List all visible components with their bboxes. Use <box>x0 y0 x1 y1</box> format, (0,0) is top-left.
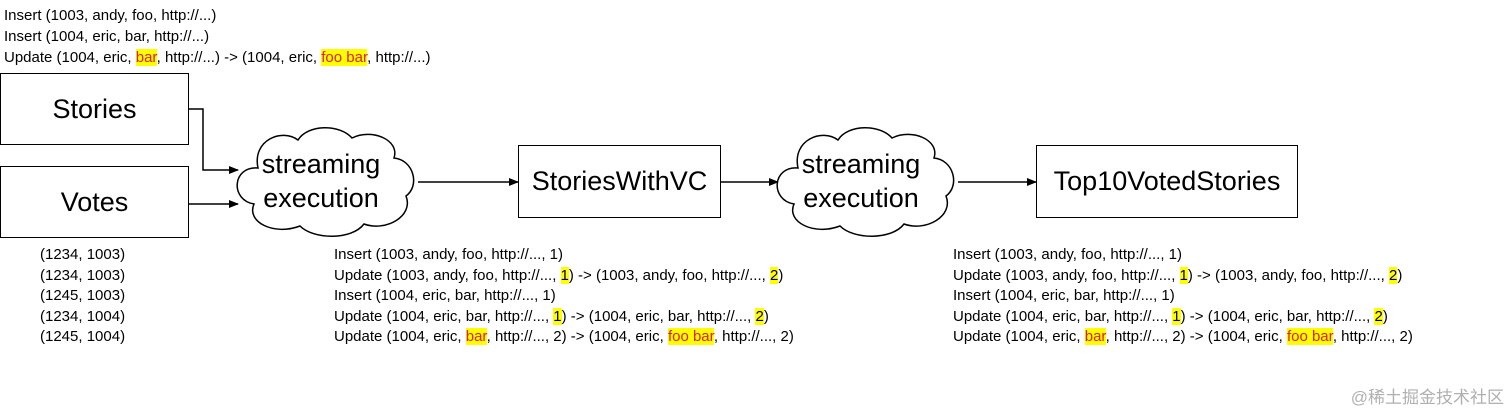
event-text: ) <box>763 307 769 325</box>
cloud1-line1: streaming <box>261 149 381 179</box>
highlighted-changed-value: foo bar <box>1286 328 1333 345</box>
storieswithvc-event: Update (1003, andy, foo, http://..., 1) … <box>334 266 783 286</box>
highlighted-value: 1 <box>560 266 569 284</box>
watermark: @稀土掘金技术社区 <box>1350 388 1504 407</box>
votes-event: (1245, 1004) <box>40 327 125 347</box>
top10votedstories-node: Top10VotedStories <box>1036 145 1298 218</box>
event-text: Update (1004, eric, bar, http://..., <box>953 307 1173 325</box>
top10-event: Update (1004, eric, bar, http://..., 2) … <box>953 327 1413 347</box>
event-text: Insert (1003, andy, foo, http://..., 1) <box>953 246 1183 263</box>
votes-node: Votes <box>0 166 189 238</box>
storieswithvc-event: Insert (1003, andy, foo, http://..., 1) <box>334 245 563 265</box>
cloud2-line1: streaming <box>801 149 921 179</box>
cloud2-line2: execution <box>803 183 919 213</box>
highlighted-value: 2 <box>1374 307 1383 325</box>
storieswithvc-node: StoriesWithVC <box>518 145 721 218</box>
cloud-shape-1 <box>236 127 415 237</box>
stories-event: Insert (1003, andy, foo, http://...) <box>4 6 216 26</box>
event-text: ) -> (1004, eric, bar, http://..., <box>1180 307 1375 325</box>
event-text: , http://...) -> (1004, eric, <box>156 49 322 66</box>
event-text: ) <box>1382 307 1388 325</box>
event-text: Update (1004, eric, <box>334 328 466 345</box>
highlighted-changed-value: bar <box>465 328 487 345</box>
event-text: (1234, 1004) <box>40 307 126 325</box>
event-text: Insert (1003, andy, foo, http://...) <box>4 7 217 24</box>
top10-event: Update (1003, andy, foo, http://..., 1) … <box>953 266 1402 286</box>
highlighted-value: 1 <box>553 307 562 325</box>
event-text: ) -> (1003, andy, foo, http://..., <box>1187 266 1389 284</box>
event-text: ) -> (1004, eric, bar, http://..., <box>561 307 756 325</box>
highlighted-changed-value: bar <box>1084 328 1106 345</box>
event-text: Update (1003, andy, foo, http://..., <box>953 266 1180 284</box>
highlighted-value: 1 <box>1172 307 1181 325</box>
event-text: Insert (1004, eric, bar, http://..., 1) <box>334 287 556 304</box>
stories-node: Stories <box>0 73 189 145</box>
event-text: , http://..., 2) <box>1332 328 1413 345</box>
votes-event: (1245, 1003) <box>40 286 125 306</box>
cloud1-line2: execution <box>263 183 379 213</box>
highlighted-changed-value: foo bar <box>321 49 368 66</box>
event-text: (1234, 1003) <box>40 246 126 263</box>
storieswithvc-event: Insert (1004, eric, bar, http://..., 1) <box>334 286 556 306</box>
top10-event: Insert (1004, eric, bar, http://..., 1) <box>953 286 1175 306</box>
event-text: Insert (1003, andy, foo, http://..., 1) <box>334 246 564 263</box>
top10-event: Update (1004, eric, bar, http://..., 1) … <box>953 307 1388 327</box>
highlighted-changed-value: bar <box>135 49 157 66</box>
highlighted-value: 2 <box>755 307 764 325</box>
streaming-execution-2-label: streaming execution <box>780 147 942 215</box>
stories-event: Insert (1004, eric, bar, http://...) <box>4 27 209 47</box>
top10-event: Insert (1003, andy, foo, http://..., 1) <box>953 245 1182 265</box>
highlighted-changed-value: foo bar <box>667 328 714 345</box>
votes-node-label: Votes <box>60 186 129 217</box>
votes-event: (1234, 1004) <box>40 307 125 327</box>
event-text: ) <box>1397 266 1403 284</box>
stories-node-label: Stories <box>52 93 137 124</box>
highlighted-value: 1 <box>1179 266 1188 284</box>
event-text: , http://..., 2) -> (1004, eric, <box>486 328 668 345</box>
arrow-stories-to-stream1 <box>188 108 239 174</box>
event-text: , http://..., 2) <box>713 328 794 345</box>
highlighted-value: 2 <box>769 266 779 284</box>
event-text: , http://...) <box>367 49 431 66</box>
votes-event: (1234, 1003) <box>40 266 125 286</box>
top10votedstories-node-label: Top10VotedStories <box>1053 166 1281 196</box>
event-text: Update (1003, andy, foo, http://..., <box>334 266 561 284</box>
event-text: Update (1004, eric, <box>953 328 1085 345</box>
event-text: , http://..., 2) -> (1004, eric, <box>1105 328 1287 345</box>
event-text: (1245, 1003) <box>40 287 126 304</box>
storieswithvc-event: Update (1004, eric, bar, http://..., 1) … <box>334 307 769 327</box>
event-text: Update (1004, eric, bar, http://..., <box>334 307 554 325</box>
votes-event: (1234, 1003) <box>40 245 125 265</box>
stories-event: Update (1004, eric, bar, http://...) -> … <box>4 48 431 68</box>
event-text: Insert (1004, eric, bar, http://..., 1) <box>953 287 1175 304</box>
streaming-execution-1-label: streaming execution <box>240 147 402 215</box>
storieswithvc-node-label: StoriesWithVC <box>531 166 708 196</box>
event-text: ) -> (1003, andy, foo, http://..., <box>568 266 770 284</box>
event-text: (1234, 1003) <box>40 266 126 284</box>
event-text: ) <box>778 266 784 284</box>
cloud-shape-2 <box>776 127 955 237</box>
event-text: Insert (1004, eric, bar, http://...) <box>4 28 210 45</box>
event-text: (1245, 1004) <box>40 328 126 345</box>
storieswithvc-event: Update (1004, eric, bar, http://..., 2) … <box>334 327 794 347</box>
highlighted-value: 2 <box>1388 266 1398 284</box>
event-text: Update (1004, eric, <box>4 49 136 66</box>
